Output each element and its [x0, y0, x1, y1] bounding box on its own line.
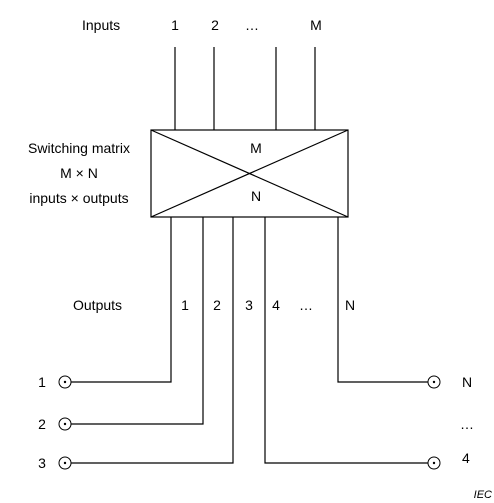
output-label-n: N — [345, 297, 355, 313]
terminal-left-1 — [58, 375, 72, 389]
output-wire-2 — [66, 217, 204, 425]
iec-credit: IEC — [474, 489, 492, 501]
terminal-left-3 — [58, 456, 72, 470]
terminal-right-4 — [427, 456, 441, 470]
input-label-m: M — [310, 17, 322, 33]
terminal-label-right-n: N — [462, 374, 472, 390]
terminal-label-left-3: 3 — [38, 455, 46, 471]
matrix-bottom-letter: N — [251, 188, 261, 204]
output-wire-n — [337, 217, 433, 383]
switching-matrix-box — [150, 129, 349, 218]
terminal-label-right-4: 4 — [462, 450, 470, 466]
inputs-title: Inputs — [82, 17, 120, 33]
output-wire-4 — [264, 217, 433, 464]
terminal-label-right-ellipsis: … — [460, 416, 474, 432]
outputs-title: Outputs — [73, 297, 122, 313]
input-label-ellipsis: … — [245, 17, 259, 33]
output-label-4: 4 — [272, 297, 280, 313]
matrix-label-line3: inputs × outputs — [29, 190, 128, 206]
input-label-2: 2 — [211, 17, 219, 33]
matrix-label-line2: M × N — [60, 165, 98, 181]
input-label-1: 1 — [171, 17, 179, 33]
output-label-3: 3 — [245, 297, 253, 313]
terminal-label-left-1: 1 — [38, 374, 46, 390]
output-wire-1 — [66, 217, 172, 383]
output-label-ellipsis: … — [299, 297, 313, 313]
output-label-2: 2 — [213, 297, 221, 313]
matrix-top-letter: M — [250, 140, 262, 156]
terminal-left-2 — [58, 417, 72, 431]
terminal-right-n — [427, 375, 441, 389]
terminal-label-left-2: 2 — [38, 416, 46, 432]
matrix-label-line1: Switching matrix — [28, 140, 130, 156]
output-wire-3 — [66, 217, 234, 464]
output-label-1: 1 — [181, 297, 189, 313]
